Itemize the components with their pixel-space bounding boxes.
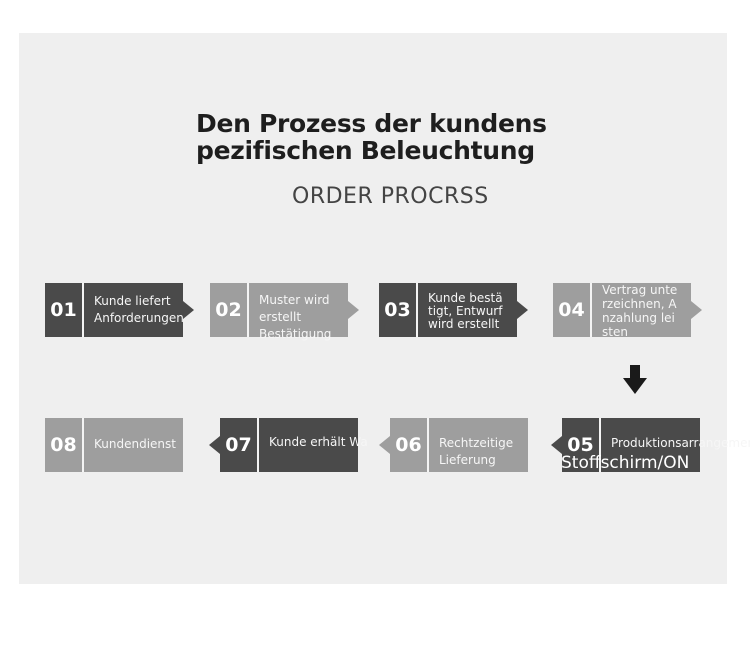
title-line-2: pezifischen Beleuchtung <box>196 136 535 165</box>
step-divider <box>257 418 259 472</box>
arrow-left-icon <box>379 436 390 454</box>
step-label: Rechtzeitige Lieferung <box>439 436 514 467</box>
step-divider <box>82 418 84 472</box>
step-body <box>84 283 183 337</box>
arrow-right-icon <box>691 301 702 319</box>
step-number: 03 <box>379 283 416 337</box>
arrow-right-icon <box>348 301 359 319</box>
process-step-02: 02 Muster wird erstellt Bestätigung <box>210 283 359 341</box>
page-title: Den Prozess der kundens pezifischen Bele… <box>196 110 576 164</box>
step-body <box>592 283 691 337</box>
step-body <box>84 418 183 472</box>
step-label: Kunde liefert Anforderungen <box>94 294 184 325</box>
overlay-text: Stoffschirm/ON <box>561 453 690 473</box>
arrow-right-icon <box>183 301 194 319</box>
step-number: 07 <box>220 418 257 472</box>
step-label: Vertrag unte rzeichnen, A nzahlung lei s… <box>602 283 678 339</box>
process-step-01: 01 Kunde liefert Anforderungen <box>45 283 194 337</box>
step-divider <box>590 283 592 337</box>
step-divider <box>82 283 84 337</box>
process-step-05: 05 Produktionsarrangement <box>551 418 750 472</box>
step-number: 02 <box>210 283 247 337</box>
step-label: Muster wird erstellt Bestätigung <box>259 293 332 341</box>
step-body <box>429 418 528 472</box>
step-divider <box>416 283 418 337</box>
subtitle: ORDER PROCRSS <box>292 184 489 209</box>
step-label: Kunde erhält Ware <box>269 435 368 449</box>
process-step-07: 07 Kunde erhält Ware <box>209 418 368 472</box>
step-divider <box>247 283 249 337</box>
process-step-06: 06 Rechtzeitige Lieferung <box>379 418 528 472</box>
process-step-03: 03 Kunde bestä tigt, Entwurf wird erstel… <box>379 283 528 337</box>
step-body <box>601 418 700 472</box>
arrow-right-icon <box>517 301 528 319</box>
process-step-08: 08 Kundendienst <box>45 418 183 472</box>
step-body <box>418 283 517 337</box>
step-label: Kundendienst <box>94 437 176 451</box>
step-label: Produktionsarrangement <box>611 436 750 450</box>
step-label: Kunde bestä tigt, Entwurf wird erstellt <box>428 291 503 331</box>
step-number: 05 <box>562 418 599 472</box>
title-line-1: Den Prozess der kundens <box>196 109 547 138</box>
process-step-04: 04 Vertrag unte rzeichnen, A nzahlung le… <box>553 283 702 339</box>
step-divider <box>427 418 429 472</box>
arrow-left-icon <box>209 436 220 454</box>
arrow-down-icon <box>623 365 647 394</box>
arrow-left-icon <box>551 436 562 454</box>
step-number: 06 <box>390 418 427 472</box>
step-number: 08 <box>45 418 82 472</box>
step-divider <box>599 418 601 472</box>
step-body <box>259 418 358 472</box>
step-body <box>249 283 348 337</box>
step-number: 01 <box>45 283 82 337</box>
step-number: 04 <box>553 283 590 337</box>
